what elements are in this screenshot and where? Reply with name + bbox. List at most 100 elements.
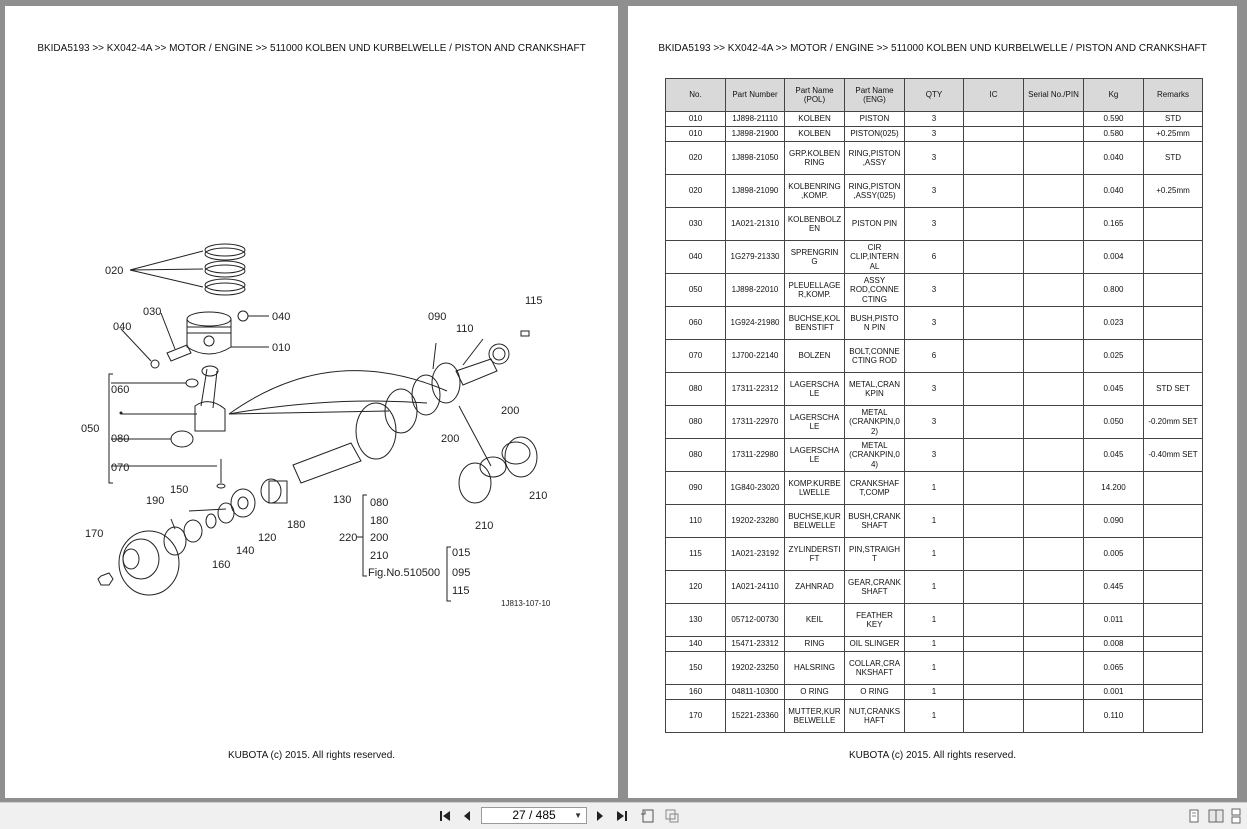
cell-ic xyxy=(963,306,1024,340)
fit-icon[interactable] xyxy=(664,808,680,824)
cell-qty: 1 xyxy=(904,570,964,604)
cell-remarks: -0.20mm SET xyxy=(1143,405,1203,439)
viewer-toolbar: 27 / 485 ▼ xyxy=(0,802,1247,829)
cell-part-number: 1J898-22010 xyxy=(725,273,785,307)
cell-serial xyxy=(1023,111,1084,127)
cell-remarks xyxy=(1143,273,1203,307)
cell-no: 160 xyxy=(665,684,726,700)
callout-label: 210 xyxy=(475,520,493,532)
col-header-part-number: Part Number xyxy=(725,78,785,112)
cell-serial xyxy=(1023,174,1084,208)
cell-ic xyxy=(963,372,1024,406)
single-page-view-icon[interactable] xyxy=(1186,808,1202,824)
cell-part-number: 1J700-22140 xyxy=(725,339,785,373)
chevron-down-icon[interactable]: ▼ xyxy=(574,811,582,820)
cell-name-pol: KOLBEN xyxy=(784,126,845,142)
cell-serial xyxy=(1023,273,1084,307)
cell-name-eng: O RING xyxy=(844,684,905,700)
cell-ic xyxy=(963,273,1024,307)
cell-serial xyxy=(1023,537,1084,571)
callout-label: 010 xyxy=(272,342,290,354)
cell-part-number: 15471-23312 xyxy=(725,636,785,652)
prev-page-icon[interactable] xyxy=(459,808,475,824)
cell-name-pol: GRP.KOLBEN RING xyxy=(784,141,845,175)
cell-name-pol: BUCHSE,KUR BELWELLE xyxy=(784,504,845,538)
cell-kg: 0.023 xyxy=(1083,306,1144,340)
cell-part-number: 1J898-21900 xyxy=(725,126,785,142)
cell-ic xyxy=(963,339,1024,373)
col-header-kg: Kg xyxy=(1083,78,1144,112)
cell-qty: 3 xyxy=(904,273,964,307)
callout-label: 080 xyxy=(111,433,129,445)
cell-kg: 0.045 xyxy=(1083,438,1144,472)
cell-no: 020 xyxy=(665,174,726,208)
next-page-icon[interactable] xyxy=(592,808,608,824)
callout-label: 115 xyxy=(525,295,543,307)
cell-serial xyxy=(1023,306,1084,340)
callout-label: 070 xyxy=(111,462,129,474)
cell-qty: 1 xyxy=(904,471,964,505)
cell-qty: 3 xyxy=(904,174,964,208)
cell-serial xyxy=(1023,636,1084,652)
col-header-serial: Serial No./PIN xyxy=(1023,78,1084,112)
cell-kg: 0.065 xyxy=(1083,651,1144,685)
ref-label: 080 xyxy=(370,497,388,509)
cell-name-pol: LAGERSCHA LE xyxy=(784,438,845,472)
cell-kg: 0.800 xyxy=(1083,273,1144,307)
cell-qty: 1 xyxy=(904,699,964,733)
cell-remarks: -0.40mm SET xyxy=(1143,438,1203,472)
cell-serial xyxy=(1023,339,1084,373)
col-header-no: No. xyxy=(665,78,726,112)
cell-qty: 1 xyxy=(904,636,964,652)
cell-name-eng: COLLAR,CRA NKSHAFT xyxy=(844,651,905,685)
cell-name-pol: BUCHSE,KOL BENSTIFT xyxy=(784,306,845,340)
cell-no: 120 xyxy=(665,570,726,604)
col-header-qty: QTY xyxy=(904,78,964,112)
rotate-icon[interactable] xyxy=(640,808,656,824)
cell-name-eng: GEAR,CRANK SHAFT xyxy=(844,570,905,604)
cell-kg: 0.165 xyxy=(1083,207,1144,241)
cell-name-eng: PISTON xyxy=(844,111,905,127)
cell-part-number: 1A021-23192 xyxy=(725,537,785,571)
cell-name-pol: MUTTER,KUR BELWELLE xyxy=(784,699,845,733)
cell-no: 080 xyxy=(665,372,726,406)
cell-name-eng: METAL,CRAN KPIN xyxy=(844,372,905,406)
callout-label: 140 xyxy=(236,545,254,557)
cell-qty: 3 xyxy=(904,207,964,241)
cell-no: 040 xyxy=(665,240,726,274)
callout-label: 150 xyxy=(170,484,188,496)
cell-no: 010 xyxy=(665,111,726,127)
cell-qty: 1 xyxy=(904,537,964,571)
two-page-view-icon[interactable] xyxy=(1208,808,1224,824)
cell-serial xyxy=(1023,372,1084,406)
cell-ic xyxy=(963,207,1024,241)
page-number-field[interactable]: 27 / 485 ▼ xyxy=(481,807,587,824)
cell-name-pol: LAGERSCHA LE xyxy=(784,372,845,406)
cell-no: 020 xyxy=(665,141,726,175)
callout-label: 210 xyxy=(529,490,547,502)
cell-serial xyxy=(1023,504,1084,538)
cell-part-number: 15221-23360 xyxy=(725,699,785,733)
first-page-icon[interactable] xyxy=(437,808,453,824)
continuous-view-icon[interactable] xyxy=(1228,808,1244,824)
cell-serial xyxy=(1023,471,1084,505)
cell-serial xyxy=(1023,570,1084,604)
cell-no: 110 xyxy=(665,504,726,538)
cell-serial xyxy=(1023,126,1084,142)
cell-part-number: 19202-23280 xyxy=(725,504,785,538)
cell-no: 080 xyxy=(665,438,726,472)
cell-name-eng: OIL SLINGER xyxy=(844,636,905,652)
cell-kg: 0.050 xyxy=(1083,405,1144,439)
cell-remarks: +0.25mm xyxy=(1143,174,1203,208)
last-page-icon[interactable] xyxy=(614,808,630,824)
exploded-parts-diagram: 020 030 040 040 010 060 050 080 070 150 … xyxy=(81,243,551,608)
